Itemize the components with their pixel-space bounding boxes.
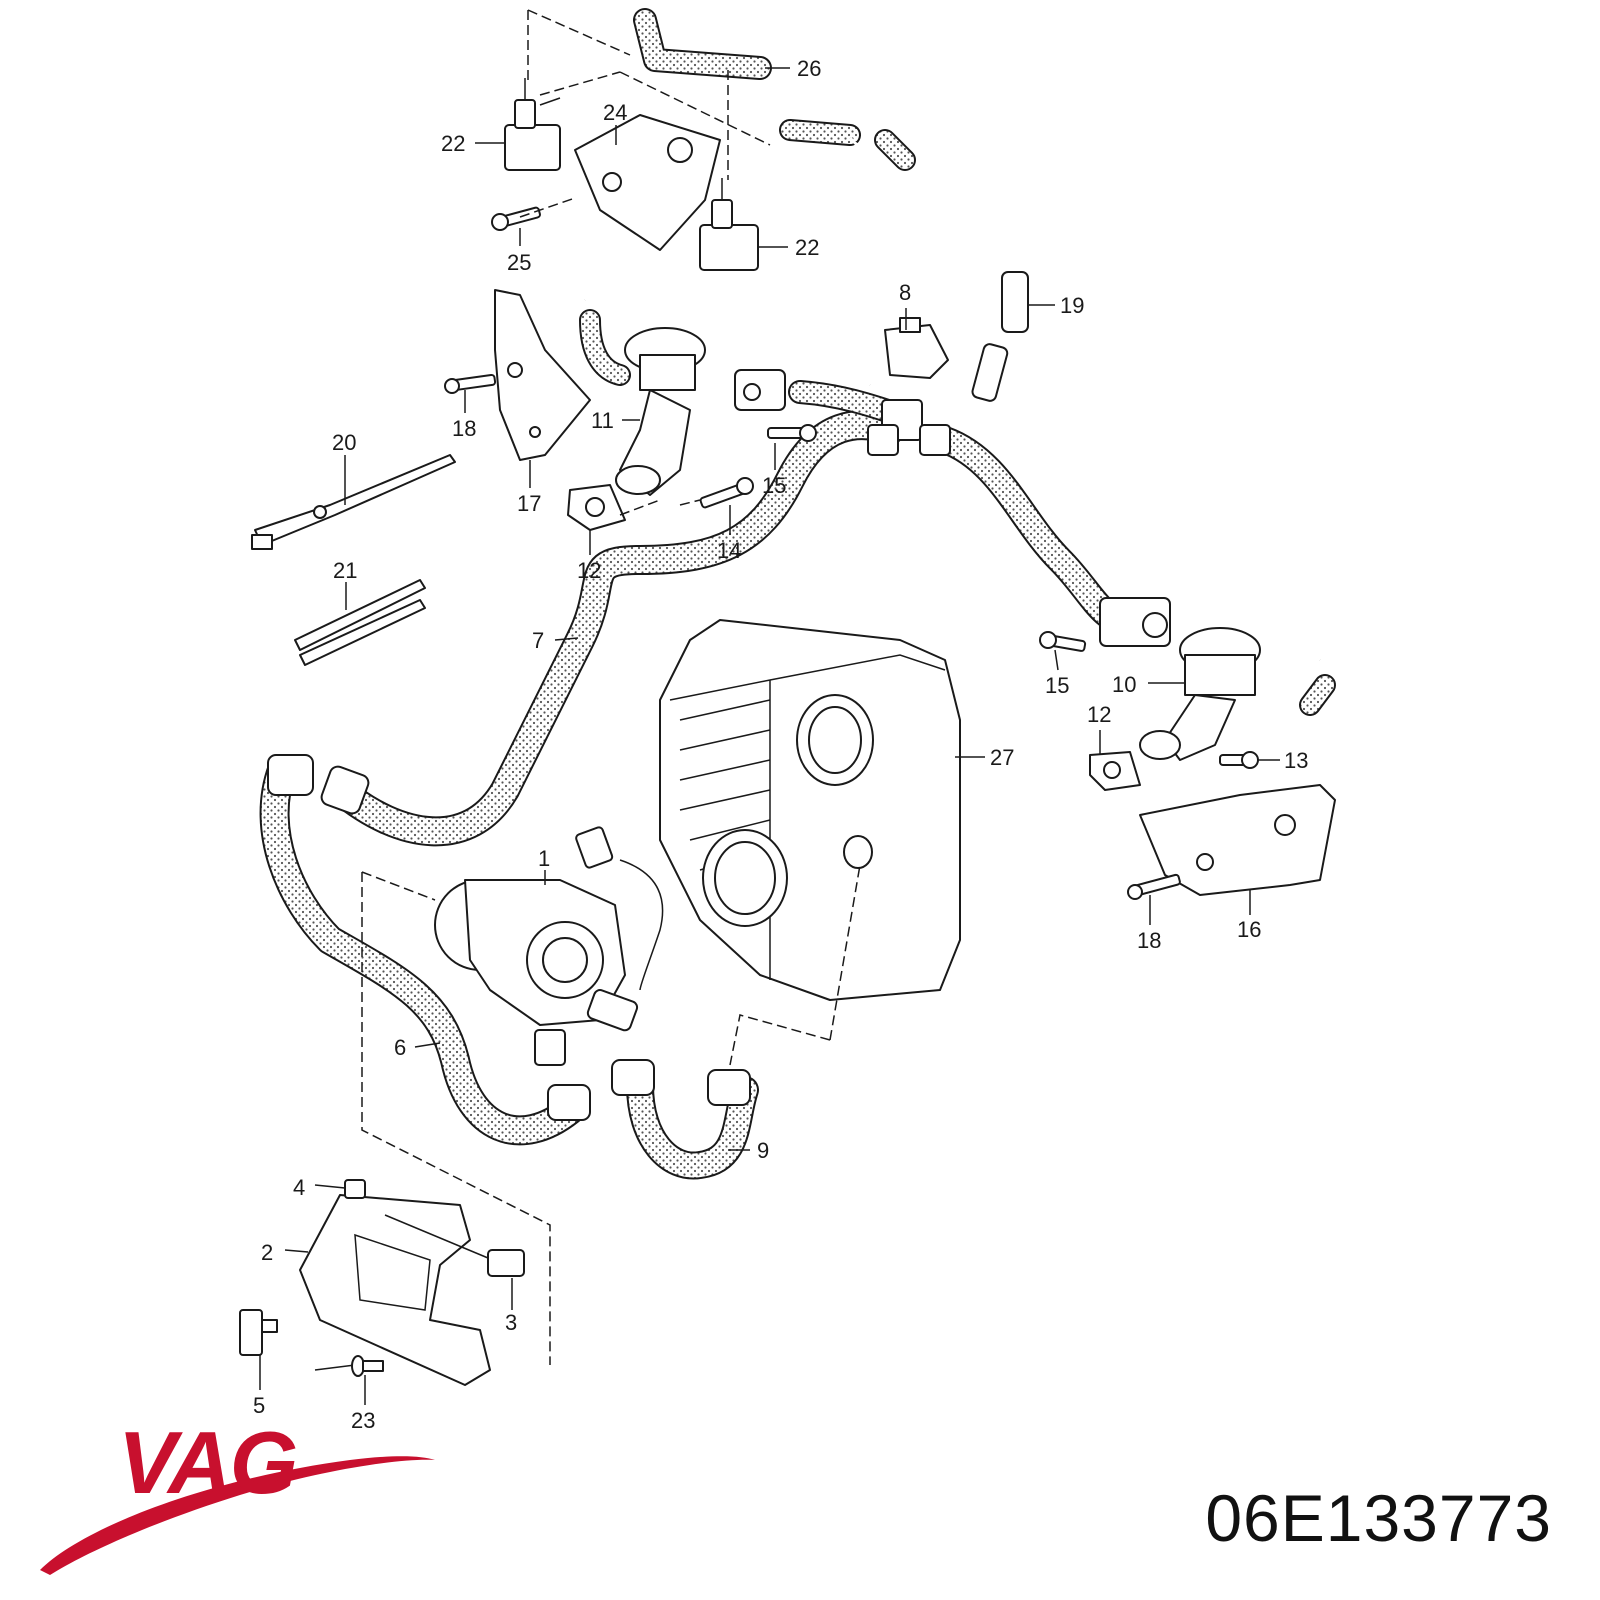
pipe-19	[584, 136, 1322, 661]
callout-22-upper: 22	[441, 131, 465, 156]
callout-9: 9	[757, 1138, 769, 1163]
callout-labels: 1 2 3 4 5 6 7 8 9 10 11 12 12 13 14 15 1…	[253, 56, 1308, 1433]
callout-2: 2	[261, 1240, 273, 1265]
clip-5	[239, 1309, 278, 1356]
callout-21: 21	[333, 558, 357, 583]
bolt-13	[1219, 751, 1259, 769]
cable-tie-20	[251, 454, 456, 550]
gasket-12-right	[1089, 751, 1141, 791]
callout-11: 11	[591, 408, 614, 433]
screw-18-left	[444, 373, 497, 394]
callout-10: 10	[1112, 672, 1136, 697]
nut-4	[344, 1179, 366, 1199]
callout-13: 13	[1284, 748, 1308, 773]
solenoid-valve-22-lower	[699, 178, 759, 271]
combi-valve-11	[615, 327, 786, 496]
combi-valve-10	[1099, 597, 1261, 761]
callout-18-left: 18	[452, 416, 476, 441]
bolt-15-left	[767, 424, 817, 442]
callout-27: 27	[990, 745, 1014, 770]
solenoid-valve-22-upper	[504, 78, 561, 171]
hose-7	[325, 410, 905, 847]
screw-18-right	[1127, 873, 1181, 900]
callout-7: 7	[532, 628, 544, 653]
housing-ribs	[679, 699, 771, 901]
bolt-25	[491, 206, 541, 231]
callout-15-right: 15	[1045, 673, 1069, 698]
bolt-15-right	[1039, 631, 1087, 652]
callout-17: 17	[517, 491, 541, 516]
hose-6	[259, 755, 585, 1146]
gasket-12-left	[567, 484, 626, 531]
callout-23: 23	[351, 1408, 375, 1433]
hose-9	[626, 1071, 759, 1180]
callout-12-right: 12	[1087, 702, 1111, 727]
t-piece	[867, 399, 951, 456]
hose-top-26	[633, 8, 1336, 716]
secondary-air-pump-1	[434, 826, 664, 1066]
callout-20: 20	[332, 430, 356, 455]
rivet-23	[314, 1355, 384, 1377]
callout-19: 19	[1060, 293, 1084, 318]
callout-18-right: 18	[1137, 928, 1161, 953]
callout-24: 24	[603, 100, 627, 125]
callout-4: 4	[293, 1175, 305, 1200]
callout-12-left: 12	[577, 558, 601, 583]
callout-14: 14	[717, 538, 741, 563]
bracket-2	[299, 1194, 491, 1386]
air-filter-housing-27	[659, 619, 961, 1001]
callout-5: 5	[253, 1393, 265, 1418]
hose-connectors	[267, 754, 751, 1121]
callout-15-left: 15	[762, 473, 786, 498]
cable-tie-21	[294, 579, 426, 666]
bolt-14	[699, 477, 754, 509]
sensor-8	[884, 317, 949, 379]
hose-right	[931, 426, 1144, 639]
callout-3: 3	[505, 1310, 517, 1335]
callout-6: 6	[394, 1035, 406, 1060]
callout-25: 25	[507, 250, 531, 275]
leader-lines	[259, 67, 1280, 1405]
callout-1: 1	[538, 846, 550, 871]
callout-8: 8	[899, 280, 911, 305]
callout-22-lower: 22	[795, 235, 819, 260]
heat-shield-17	[494, 289, 591, 461]
callout-16: 16	[1237, 917, 1261, 942]
part-number: 06E133773	[1205, 1481, 1552, 1555]
sensor-3	[384, 1214, 525, 1277]
bracket-24	[574, 114, 721, 251]
assembly-dash-lines	[361, 9, 861, 1365]
callout-26: 26	[797, 56, 821, 81]
vag-logo-text: VAG	[118, 1413, 298, 1512]
